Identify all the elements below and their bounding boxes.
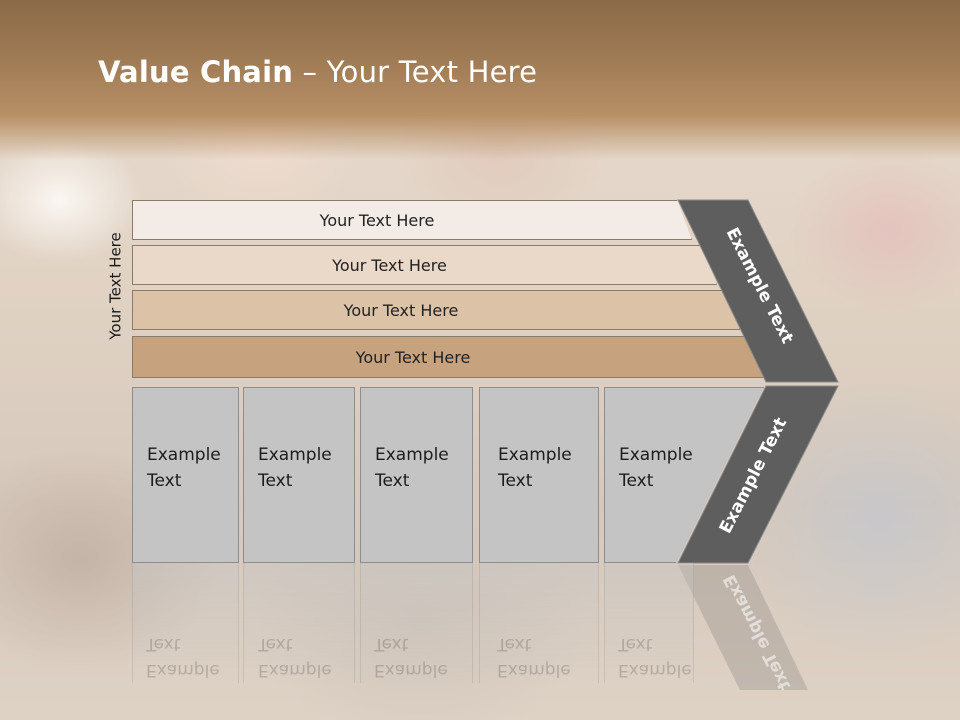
value-row-1-label: Your Text Here [319, 210, 435, 230]
value-row-4[interactable]: Your Text Here [132, 336, 764, 378]
value-row-2[interactable]: Your Text Here [132, 245, 717, 285]
activity-box-1[interactable]: Example Text [132, 387, 239, 563]
activity-box-4-line1: Example [498, 445, 572, 465]
activity-box-3-line2: Text [375, 471, 410, 491]
slide-title[interactable]: Value Chain – Your Text Here [98, 55, 537, 95]
activity-box-2[interactable]: Example Text [243, 387, 355, 563]
chevron-reflection [678, 565, 808, 690]
value-row-1[interactable]: Your Text Here [132, 200, 692, 240]
activity-box-1-line1: Example [147, 445, 221, 465]
chevron-arrow-upper[interactable] [677, 199, 839, 383]
value-row-3-label: Your Text Here [343, 300, 459, 320]
title-bold: Value Chain [98, 55, 294, 89]
value-row-4-label: Your Text Here [355, 347, 471, 367]
value-row-2-label: Your Text Here [332, 255, 447, 275]
activity-box-2-line2: Text [258, 471, 293, 491]
value-row-3[interactable]: Your Text Here [132, 290, 740, 330]
title-band [0, 0, 960, 160]
title-rest: – Your Text Here [293, 55, 538, 89]
activity-box-3[interactable]: Example Text [360, 387, 473, 563]
activity-box-1-line2: Text [147, 471, 182, 491]
activity-box-4[interactable]: Example Text [479, 387, 599, 563]
activity-box-4-line2: Text [498, 471, 533, 491]
chevron-arrow-lower[interactable] [677, 385, 839, 564]
activity-box-5-line2: Text [619, 471, 654, 491]
activity-box-5-line1: Example [619, 445, 693, 465]
activity-box-3-line1: Example [375, 445, 449, 465]
activity-box-2-line1: Example [258, 445, 332, 465]
